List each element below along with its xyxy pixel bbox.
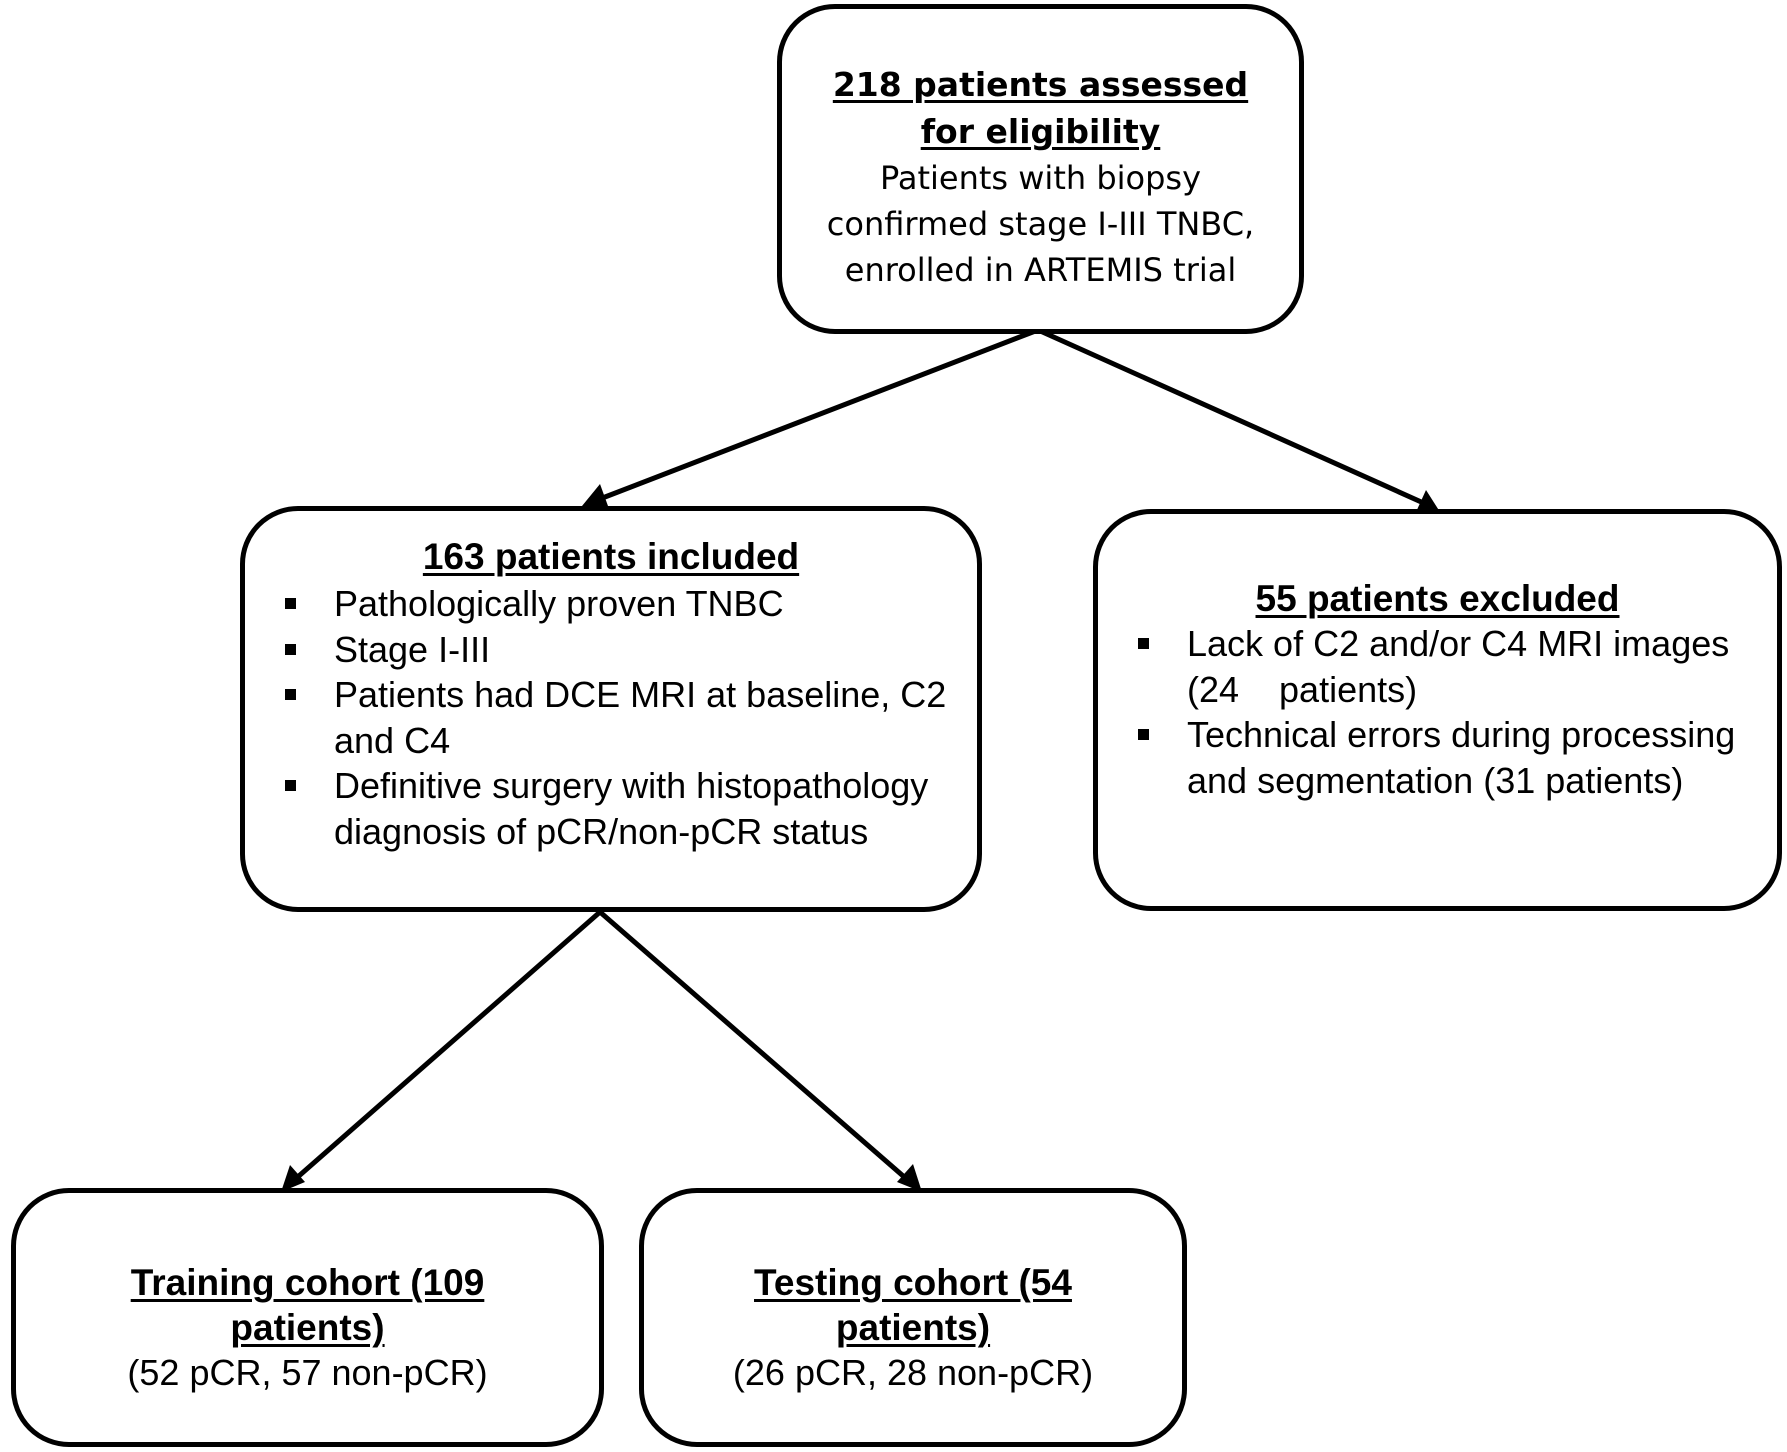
assessed-box: 218 patients assessed for eligibility Pa… [777,4,1304,334]
bullet-square-icon [285,598,296,609]
bullet-square-icon [1138,638,1149,649]
excluded-title: 55 patients excluded [1255,578,1620,619]
assessed-title: 218 patients assessed for eligibility [832,65,1249,151]
arrowhead-included [582,484,608,506]
training-box: Training cohort (109 patients) (52 pCR, … [11,1188,604,1447]
testing-box: Testing cohort (54 patients) (26 pCR, 28… [639,1188,1187,1447]
criteria-item: Patients had DCE MRI at baseline, C2 and… [245,672,953,763]
reason-item: Lack of C2 and/or C4 MRI images (24 pati… [1098,621,1747,712]
excluded-reasons-list: Lack of C2 and/or C4 MRI images (24 pati… [1098,621,1777,803]
arrowhead-excluded [1416,490,1440,512]
assessed-description: Patients with biopsy confirmed stage I-I… [826,159,1255,289]
arrow-to-excluded [1035,327,1431,508]
training-title: Training cohort (109 patients) [130,1262,485,1348]
arrow-to-testing [597,909,913,1185]
included-box: 163 patients included Pathologically pro… [240,506,982,912]
training-detail: (52 pCR, 57 non-pCR) [127,1352,488,1393]
testing-detail: (26 pCR, 28 non-pCR) [732,1352,1094,1393]
excluded-box: 55 patients excluded Lack of C2 and/or C… [1093,509,1782,911]
arrow-to-training [289,909,603,1185]
bullet-square-icon [1138,729,1149,740]
bullet-square-icon [285,689,296,700]
criteria-item: Pathologically proven TNBC [245,581,953,627]
arrowhead-testing [897,1164,922,1192]
criteria-item: Stage I-III [245,627,953,673]
included-criteria-list: Pathologically proven TNBC Stage I-III P… [245,581,977,854]
arrowhead-training [281,1165,305,1192]
bullet-square-icon [285,780,296,791]
testing-title: Testing cohort (54 patients) [754,1262,1072,1348]
reason-item: Technical errors during processing and s… [1098,712,1747,803]
included-title: 163 patients included [422,536,800,577]
criteria-item: Definitive surgery with histopathology d… [245,763,953,854]
arrow-to-included [589,327,1041,505]
bullet-square-icon [285,643,296,655]
